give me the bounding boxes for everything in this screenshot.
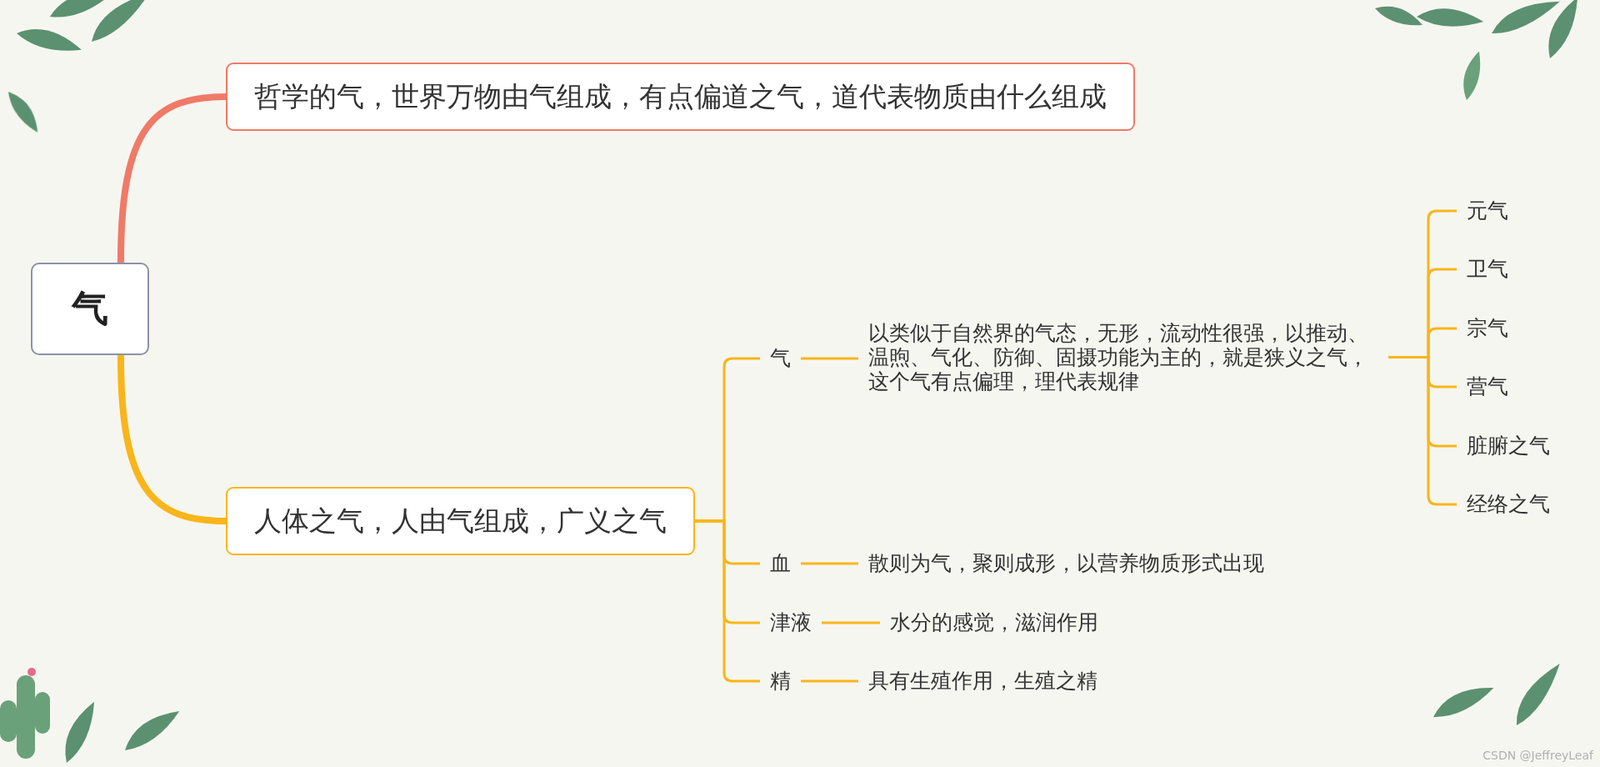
branch-line xyxy=(800,680,859,683)
leaf-topic: 脏腑之气 xyxy=(1456,431,1560,460)
topic-text: 水分的感觉，滋润作用 xyxy=(890,610,1099,635)
main-topic: 哲学的气，世界万物由气组成，有点偏道之气，道代表物质由什么组成 xyxy=(225,62,1135,131)
sub-topic: 气 xyxy=(760,344,801,373)
topic-text: 精 xyxy=(770,668,791,694)
watermark: CSDN @JeffreyLeaf xyxy=(1482,748,1594,762)
topic-text: 宗气 xyxy=(1466,315,1509,341)
leaf-topic: 元气 xyxy=(1456,196,1519,225)
leaf-topic: 经络之气 xyxy=(1456,490,1560,519)
description: 散则为气，聚则成形，以营养物质形式出现 xyxy=(858,549,1275,578)
description: 具有生殖作用，生殖之精 xyxy=(858,666,1108,695)
topic-text: 血 xyxy=(770,550,791,576)
sub-topic: 血 xyxy=(760,549,801,578)
branch-line xyxy=(1388,357,1457,505)
topic-text: 脏腑之气 xyxy=(1466,433,1550,459)
branch-line xyxy=(695,358,760,521)
branch-line xyxy=(1388,210,1457,358)
topic-text: 人体之气，人由气组成，广义之气 xyxy=(254,502,667,540)
branch-line xyxy=(695,520,760,564)
description: 以类似于自然界的气态，无形，流动性很强，以推动、温煦、气化、防御、固摄功能为主的… xyxy=(858,319,1389,395)
description: 水分的感觉，滋润作用 xyxy=(880,608,1109,637)
root-topic: 气 xyxy=(30,262,150,355)
branch-line xyxy=(695,520,760,681)
topic-text: 经络之气 xyxy=(1466,491,1550,517)
topic-text: 营气 xyxy=(1466,374,1509,400)
branch-line xyxy=(695,520,760,623)
topic-text: 气 xyxy=(770,345,791,371)
main-branch xyxy=(120,96,226,263)
sub-topic: 津液 xyxy=(760,608,822,637)
branch-line xyxy=(1388,328,1457,358)
leaf-topic: 营气 xyxy=(1456,372,1519,401)
branch-line xyxy=(1388,357,1457,447)
topic-text: 散则为气，聚则成形，以营养物质形式出现 xyxy=(868,550,1265,576)
branch-line xyxy=(800,562,859,565)
branch-line xyxy=(1388,357,1457,388)
topic-text: 气 xyxy=(71,284,109,334)
topic-text: 哲学的气，世界万物由气组成，有点偏道之气，道代表物质由什么组成 xyxy=(254,78,1107,116)
leaf-topic: 宗气 xyxy=(1456,314,1519,343)
topic-text: 具有生殖作用，生殖之精 xyxy=(868,668,1098,694)
leaf-topic: 卫气 xyxy=(1456,255,1519,284)
branch-line xyxy=(1388,269,1457,358)
sub-topic: 精 xyxy=(760,666,801,695)
branch-line xyxy=(800,357,859,360)
branch-line xyxy=(821,621,880,625)
topic-text: 元气 xyxy=(1466,198,1509,224)
topic-text: 以类似于自然界的气态，无形，流动性很强，以推动、温煦、气化、防御、固摄功能为主的… xyxy=(868,320,1379,394)
main-topic: 人体之气，人由气组成，广义之气 xyxy=(225,486,695,555)
topic-text: 津液 xyxy=(770,610,812,635)
main-branch xyxy=(120,355,226,521)
topic-text: 卫气 xyxy=(1466,256,1509,282)
